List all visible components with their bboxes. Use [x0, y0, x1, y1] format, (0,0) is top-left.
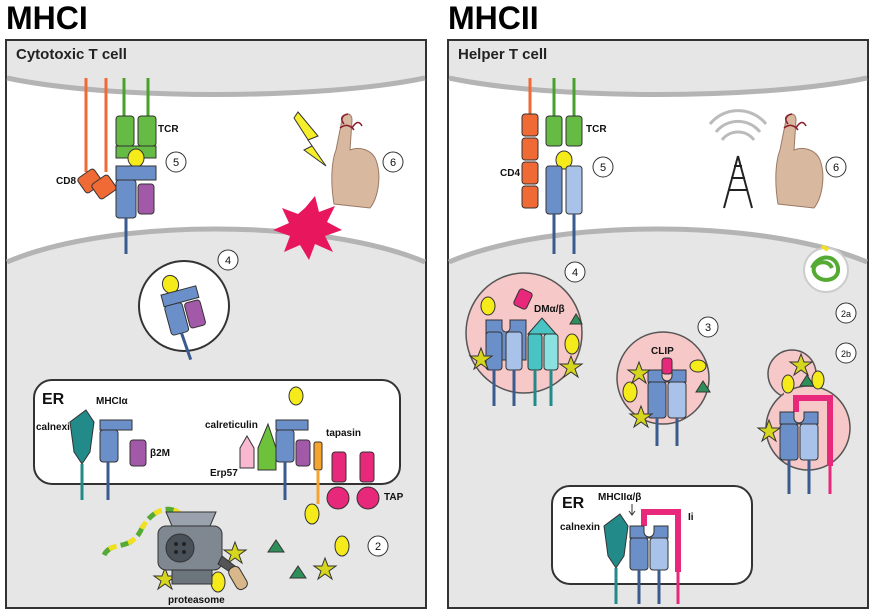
signal-antenna-icon: [708, 109, 768, 209]
proteasome-grinder-icon: [157, 511, 248, 591]
mhc1-complex-synapse: [115, 165, 157, 254]
pathogen-protein: [810, 255, 841, 282]
dm-exchange-complex: [468, 288, 584, 406]
calreticulin-label: calreticulin: [205, 420, 258, 431]
cell-death-burst-icon: [273, 196, 342, 260]
erp57-protein: [239, 435, 255, 469]
apc-membrane: [6, 226, 426, 265]
helper-tcell-label: Helper T cell: [458, 46, 548, 63]
mhc2-ab-label: MHCIIα/β: [598, 492, 641, 503]
mhc2-panel: 5 6 4 2a 3 2b 1: [447, 39, 869, 609]
proteasome-label: proteasome: [168, 595, 225, 606]
cd4-label: CD4: [500, 168, 520, 179]
tcr-receptor-helper: [545, 78, 583, 147]
helper-tcell-membrane: [448, 75, 868, 97]
mhc1-panel: 5 6 4 1 3 2 ER MHCIα calnexin β2M calret…: [5, 39, 427, 609]
peptide-mhc1-synapse: [127, 148, 145, 168]
mhc2-clip-complex: [622, 357, 711, 446]
mhc1-plc-complex: [275, 386, 311, 500]
mhc1-alpha-chain: [99, 419, 133, 500]
cd4-coreceptor: [521, 78, 539, 209]
tapasin-protein: [313, 441, 323, 471]
peptide-fragments: [152, 539, 338, 591]
calnexin-protein: [69, 409, 95, 500]
protein-chain: [101, 506, 189, 557]
er-compartment-mhc2: [551, 485, 753, 585]
peptides-transport: [210, 503, 350, 593]
cd8-coreceptor: [77, 78, 117, 200]
mhc2-complex-synapse: [545, 165, 583, 254]
calnexin-label: calnexin: [36, 422, 76, 433]
tcr-label-2: TCR: [586, 124, 607, 135]
step-6-label-2: 6: [833, 162, 839, 174]
er-label: ER: [42, 391, 65, 408]
apc2-membrane: [448, 226, 868, 265]
lightning-icon: [293, 111, 327, 167]
er-label-2: ER: [562, 495, 585, 512]
step-2-label: 2: [375, 541, 381, 553]
cd8-label: CD8: [56, 176, 76, 187]
tap-transporter: [326, 451, 380, 510]
mhc1-transport-vesicle: [138, 260, 230, 352]
endocytic-vesicle: [803, 247, 849, 293]
step-6-label: 6: [390, 157, 396, 169]
tcell-membrane: [6, 75, 426, 97]
erp57-label: Erp57: [210, 468, 238, 479]
mhc1-alpha-label: MHCIα: [96, 396, 129, 407]
finger-string-icon-2: [775, 113, 824, 209]
step-2b-label: 2b: [841, 349, 851, 359]
dm-label: DMα/β: [534, 304, 565, 315]
b2m-protein: [129, 439, 147, 467]
tapasin-label: tapasin: [326, 428, 361, 439]
mhc1-complex-vesicle: [160, 274, 206, 361]
cytotoxic-tcell-label: Cytotoxic T cell: [16, 46, 127, 63]
peptide-mhc2-synapse: [555, 150, 573, 170]
ii-label: Ii: [688, 512, 694, 523]
calnexin-label-2: calnexin: [560, 522, 600, 533]
tcr-label: TCR: [158, 124, 179, 135]
mhc2-ii-er-complex: [629, 509, 681, 604]
step-5-label-2: 5: [600, 162, 606, 174]
finger-string-icon: [331, 113, 380, 209]
step-2a-label: 2a: [841, 309, 851, 319]
step-4-label-2: 4: [572, 267, 578, 279]
clip-label: CLIP: [651, 346, 674, 357]
tap-label: TAP: [384, 492, 404, 503]
mhc2-ii-complex: [756, 352, 833, 494]
step-4-label: 4: [225, 255, 231, 267]
calnexin-protein-2: [603, 513, 629, 604]
mhc2-title: MHCII: [448, 0, 539, 36]
mhc1-title: MHCI: [6, 0, 88, 36]
step-3-label-2: 3: [705, 322, 711, 334]
b2m-label: β2M: [150, 448, 170, 459]
step-5-label: 5: [173, 157, 179, 169]
